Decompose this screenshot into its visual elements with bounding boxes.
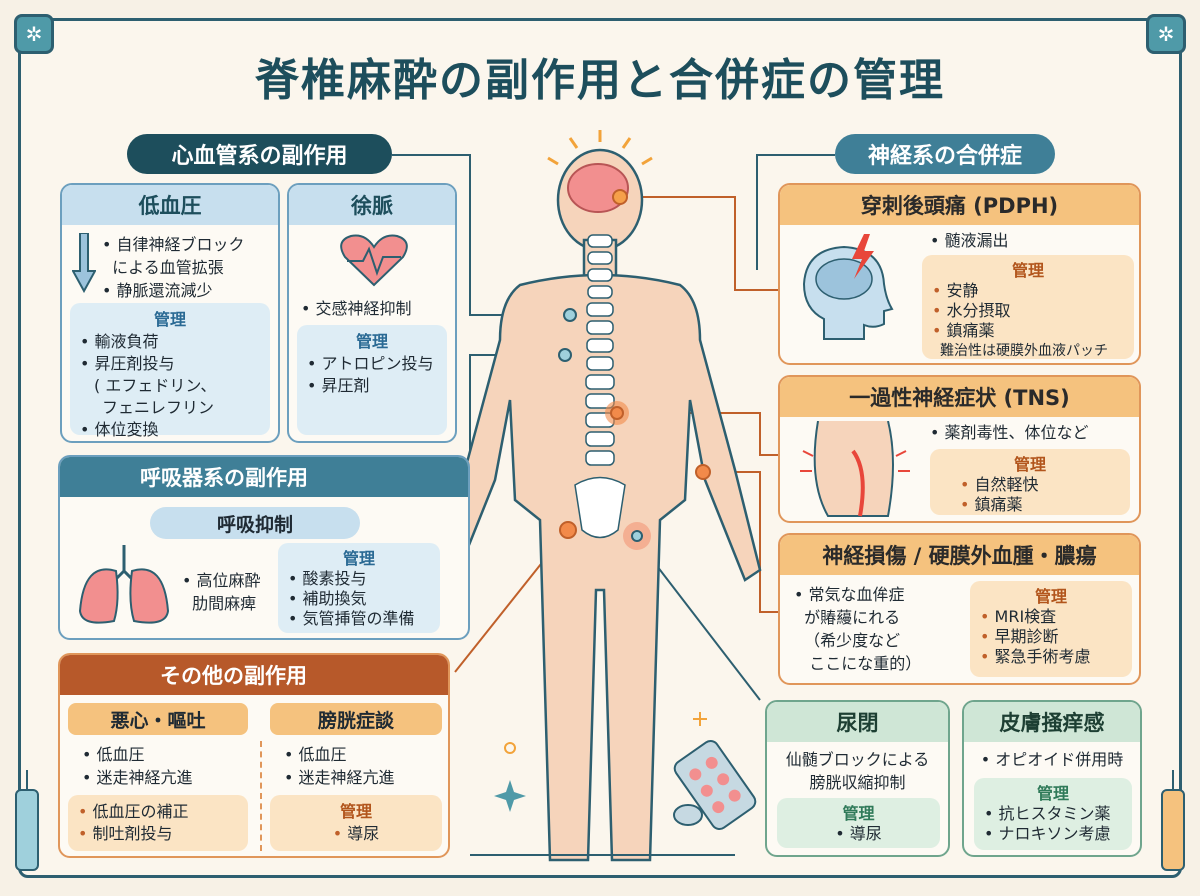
mgmt-item: アトロピン投与 (321, 354, 434, 373)
mgmt-item: エフェドリン、 (105, 376, 217, 395)
resp-header: 呼吸器系の副作用 (60, 457, 468, 497)
urinary-retention-card: 尿閉 仙髄ブロックによる 膀胱収縮抑制 管理 • 導尿 (765, 700, 950, 857)
nausea-management: • 低血圧の補正 • 制吐剤投与 (68, 795, 248, 851)
hypotension-card: 低血圧 • 自律神経ブロック による血管拡張 • 静脈還流減少 管理 • 輸液負… (60, 183, 280, 443)
gear-icon: ✲ (1146, 14, 1186, 54)
kanri-label: 管理 (842, 804, 875, 823)
mgmt-item: 水分摂取 (946, 301, 1011, 320)
mgmt-item: 緊急手術考慮 (994, 647, 1091, 666)
mgmt-item: 昇圧剤投与 (94, 354, 175, 373)
nerve-injury-card: 神経損傷 / 硬膜外血腫・膿瘍 • 常気な血侔症 が賰蘰にれる （希少度など こ… (778, 533, 1141, 685)
pdph-card: 穿刺後頭痛 (PDPH) • 髄液漏出 管理 • 安静 • 水分摂取 • 鎮痛薬… (778, 183, 1141, 365)
connector-neuro (756, 154, 835, 270)
nausea-item: 低血圧 (96, 745, 145, 764)
injury-item: （希少度など (804, 631, 901, 650)
hypotension-management: 管理 • 輸液負荷 • 昇圧剤投与 ( エフェドリン、 フェニレフリン • 体位… (70, 303, 270, 439)
tns-card: 一過性神経症状 (TNS) • 薬剤毒性、体位など 管理 • 自然軽快 • 鎮痛… (778, 375, 1141, 523)
respiratory-card: 呼吸器系の副作用 呼吸抑制 • 高位麻酔 肋間麻痺 管理 • 酸素投与 • 補助… (58, 455, 470, 640)
kanri-label: 管理 (1034, 587, 1067, 606)
mgmt-item: 導尿 (849, 824, 882, 843)
itch-title: 皮膚掻痒感 (964, 702, 1140, 742)
nausea-title: 悪心・嘔吐 (68, 703, 248, 735)
other-card: その他の副作用 悪心・嘔吐 • 低血圧 • 迷走神経亢進 • 低血圧の補正 • … (58, 653, 450, 858)
kanri-label: 管理 (1013, 455, 1046, 474)
hypo-item: 静脈還流減少 (116, 281, 213, 300)
itch-management: 管理 • 抗ヒスタミン薬 • ナロキソン考慮 (974, 778, 1132, 850)
mgmt-item: 制吐剤投与 (92, 824, 173, 843)
mgmt-item: 補助換気 (302, 589, 367, 608)
hypotension-title: 低血圧 (62, 185, 278, 225)
retention-management: 管理 • 導尿 (777, 798, 940, 848)
retention-item: 膀胱収縮抑制 (809, 773, 906, 792)
resp-item: 高位麻酔 (196, 571, 261, 590)
bladder-item: 迷走神経亢進 (298, 768, 395, 787)
gear-icon: ✲ (14, 14, 54, 54)
kanri-label: 管理 (355, 332, 388, 351)
kanri-label: 管理 (153, 310, 186, 329)
mgmt-item: MRI検査 (994, 607, 1057, 626)
bradycardia-management: 管理 • アトロピン投与 • 昇圧剤 (297, 325, 447, 435)
resp-management: 管理 • 酸素投与 • 補助換気 • 気管挿管の準備 (278, 543, 440, 633)
kanri-label: 管理 (1036, 784, 1069, 803)
injury-management: 管理 • MRI検査 • 早期診断 • 緊急手術考慮 (970, 581, 1132, 677)
retention-title: 尿閉 (767, 702, 948, 742)
mgmt-item: 輸液負荷 (94, 332, 159, 351)
retention-item: 仙髄ブロックによる (785, 750, 930, 769)
tns-management: 管理 • 自然軽快 • 鎮痛薬 (930, 449, 1130, 515)
bradycardia-card: 徐脈 • 交感神経抑制 管理 • アトロピン投与 • 昇圧剤 (287, 183, 457, 443)
kanri-label: 管理 (339, 802, 372, 821)
mgmt-item: 早期診断 (994, 627, 1059, 646)
pdph-note: 難治性は硬膜外血液パッチ (940, 343, 1108, 359)
bladder-item: 低血圧 (298, 745, 347, 764)
neuro-header: 神経系の合併症 (835, 134, 1055, 174)
other-header: その他の副作用 (60, 655, 448, 695)
divider (260, 741, 262, 851)
kanri-label: 管理 (1011, 261, 1044, 280)
mgmt-item: 安静 (946, 281, 979, 300)
itch-item: オピオイド併用時 (995, 750, 1124, 769)
injury-item: ここにな重的） (809, 654, 922, 673)
pdph-management: 管理 • 安静 • 水分摂取 • 鎮痛薬 難治性は硬膜外血液パッチ (922, 255, 1134, 359)
kanri-label: 管理 (342, 549, 375, 568)
brady-title: 徐脈 (289, 185, 455, 225)
injury-item: が賰蘰にれる (804, 608, 901, 627)
buttocks-icon (800, 421, 910, 517)
mgmt-item: 酸素投与 (302, 569, 367, 588)
arrow-down-icon (72, 233, 96, 293)
connector-pdph (620, 196, 778, 291)
mgmt-item: 自然軽快 (974, 475, 1039, 494)
headache-icon (802, 234, 894, 340)
mgmt-item: フェニレフリン (102, 398, 215, 417)
pdph-item: 髄液漏出 (944, 231, 1009, 250)
heart-icon (340, 234, 408, 287)
mgmt-item: 鎮痛薬 (946, 321, 995, 340)
lungs-icon (78, 545, 170, 624)
injury-item: 常気な血侔症 (808, 585, 905, 604)
mgmt-item: ナロキソン考慮 (998, 824, 1111, 843)
resp-item: 肋間麻痺 (192, 594, 257, 613)
mgmt-item: 抗ヒスタミン薬 (998, 804, 1111, 823)
mgmt-item: 導尿 (347, 824, 380, 843)
resp-sub: 呼吸抑制 (150, 507, 360, 539)
hypo-item: 自律神経ブロック (116, 235, 245, 254)
mgmt-item: 体位変換 (94, 420, 159, 439)
brady-item: 交感神経抑制 (315, 299, 412, 318)
mgmt-item: 鎮痛薬 (974, 495, 1023, 514)
pruritus-card: 皮膚掻痒感 • オピオイド併用時 管理 • 抗ヒスタミン薬 • ナロキソン考慮 (962, 700, 1142, 857)
mgmt-item: 昇圧剤 (321, 376, 370, 395)
mgmt-item: 低血圧の補正 (92, 802, 189, 821)
pdph-title: 穿刺後頭痛 (PDPH) (780, 185, 1139, 225)
injury-title: 神経損傷 / 硬膜外血腫・膿瘍 (780, 535, 1139, 575)
bladder-title: 膀胱症談 (270, 703, 442, 735)
page-title: 脊椎麻酔の副作用と合併症の管理 (255, 55, 945, 106)
bladder-management: 管理 • 導尿 (270, 795, 442, 851)
tns-title: 一過性神経症状 (TNS) (780, 377, 1139, 417)
tns-item: 薬剤毒性、体位など (944, 423, 1089, 442)
mgmt-item: 気管挿管の準備 (302, 609, 415, 628)
hypo-item: による血管拡張 (112, 258, 224, 277)
nausea-item: 迷走神経亢進 (96, 768, 193, 787)
cardio-header: 心血管系の副作用 (127, 134, 392, 174)
